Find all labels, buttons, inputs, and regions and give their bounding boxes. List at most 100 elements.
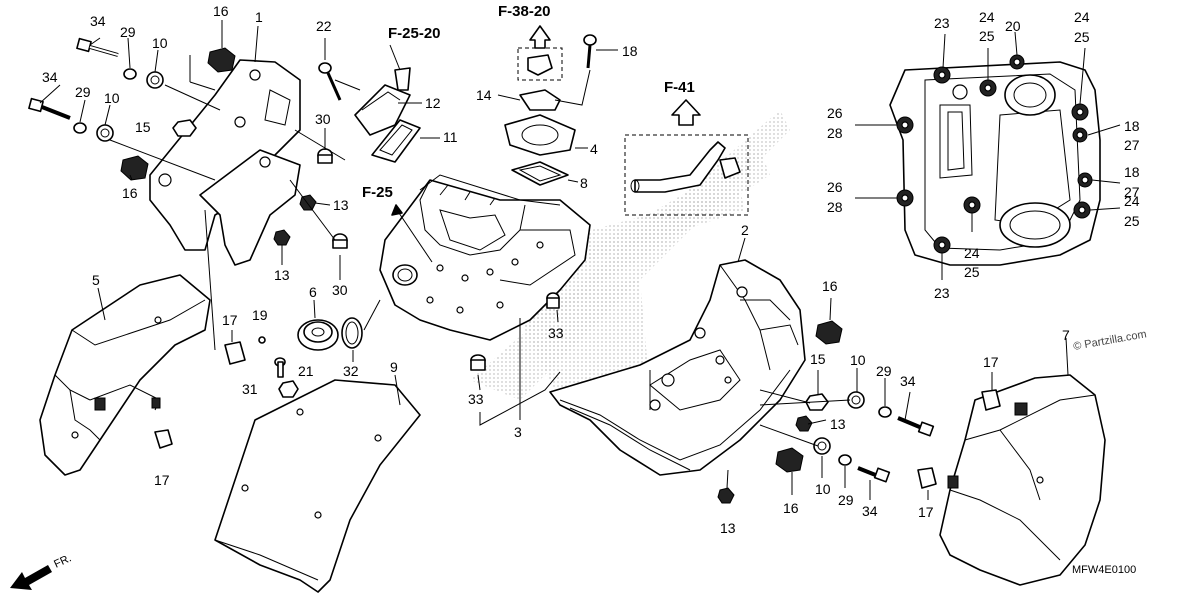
label-13-d: 13 xyxy=(720,520,736,536)
nut-31[interactable] xyxy=(278,380,299,398)
clip-17-left-lower[interactable] xyxy=(154,429,173,449)
label-9: 9 xyxy=(390,359,398,375)
label-25-c: 25 xyxy=(1124,213,1140,229)
watermark-text: © Partzilla.com xyxy=(1072,328,1147,353)
label-17-d: 17 xyxy=(918,504,934,520)
gasket-part-11[interactable] xyxy=(371,119,440,163)
clip-17-left-upper[interactable] xyxy=(224,330,246,365)
label-14: 14 xyxy=(476,87,492,103)
label-4: 4 xyxy=(590,141,598,157)
ref-f-25: F-25 xyxy=(362,184,393,201)
label-12: 12 xyxy=(425,95,441,111)
label-15-b: 15 xyxy=(810,351,826,367)
rubber-16-right-lower[interactable] xyxy=(775,447,804,495)
bolt-34-lower-left[interactable] xyxy=(28,97,71,120)
label-30-a: 30 xyxy=(315,111,331,127)
label-6: 6 xyxy=(309,284,317,300)
label-16-a: 16 xyxy=(213,3,229,19)
label-24-d: 24 xyxy=(964,245,980,261)
label-18-a: 18 xyxy=(622,43,638,59)
label-10-a: 10 xyxy=(152,35,168,51)
grommet-10-right-lower[interactable] xyxy=(813,437,831,455)
nut-13-b[interactable] xyxy=(273,229,291,246)
rubber-16-lower[interactable] xyxy=(120,155,149,181)
clip-17-right-lower[interactable] xyxy=(917,467,937,500)
label-34-d: 34 xyxy=(862,503,878,519)
rubber-16-upper[interactable] xyxy=(207,47,236,73)
coolant-hose-box[interactable] xyxy=(624,134,749,216)
collar-30-lower[interactable] xyxy=(332,233,348,249)
label-13-a: 13 xyxy=(333,197,349,213)
label-27-a: 27 xyxy=(1124,137,1140,153)
label-15-a: 15 xyxy=(135,119,151,135)
bolt-34-upper-left[interactable] xyxy=(76,37,119,57)
clip-17-right-upper[interactable] xyxy=(981,372,1001,411)
label-11: 11 xyxy=(443,129,458,145)
dowel-pin-33-b[interactable] xyxy=(546,292,560,309)
rear-cylinder-head-part-2[interactable] xyxy=(549,237,806,489)
arrow-f-38-20 xyxy=(529,25,551,49)
label-21: 21 xyxy=(298,363,314,379)
label-33-b: 33 xyxy=(548,325,564,341)
valve-part-12[interactable] xyxy=(354,67,422,136)
bolt-part-22[interactable] xyxy=(318,38,342,101)
label-13-c: 13 xyxy=(830,416,846,432)
washer-29-right-lower[interactable] xyxy=(838,454,852,466)
reed-valve-part-14[interactable] xyxy=(497,89,561,111)
washer-29-right-upper[interactable] xyxy=(878,406,892,418)
grommet-10-right-upper[interactable] xyxy=(847,391,865,409)
label-16-c: 16 xyxy=(822,278,838,294)
cover-part-4[interactable] xyxy=(504,114,588,156)
front-label: FR. xyxy=(52,552,73,570)
cylinder-head-assembly[interactable] xyxy=(379,174,591,420)
screw-19[interactable] xyxy=(258,336,266,344)
washer-29-lower[interactable] xyxy=(73,122,87,134)
grommet-10-lower[interactable] xyxy=(96,124,114,142)
bolt-34-right-upper[interactable] xyxy=(897,416,935,437)
nut-13-right-b[interactable] xyxy=(717,487,735,504)
reference-labels: F-38-20 F-25-20 F-41 F-25 xyxy=(362,3,695,201)
leader-14 xyxy=(554,69,591,106)
gasket-part-8[interactable] xyxy=(511,161,579,186)
label-8: 8 xyxy=(580,175,588,191)
rubber-16-right-upper[interactable] xyxy=(815,297,843,345)
leader-lines-left xyxy=(39,20,346,351)
label-16-b: 16 xyxy=(122,185,138,201)
label-28-b: 28 xyxy=(827,199,843,215)
sensor-part-f38[interactable] xyxy=(517,47,563,81)
nut-15-left[interactable] xyxy=(172,119,197,137)
bolt-34-right-lower[interactable] xyxy=(857,466,891,483)
grommet-10-upper[interactable] xyxy=(146,71,164,89)
front-bracket-part-1[interactable] xyxy=(149,25,301,266)
side-cover-part-5[interactable] xyxy=(39,274,211,476)
label-24-b: 24 xyxy=(1074,9,1090,25)
arrow-f-41 xyxy=(671,99,701,126)
collar-30-upper[interactable] xyxy=(317,148,333,164)
label-10-d: 10 xyxy=(815,481,831,497)
label-26-b: 26 xyxy=(827,179,843,195)
label-23-b: 23 xyxy=(934,285,950,301)
leader-lines-33 xyxy=(477,309,561,426)
washer-29-upper[interactable] xyxy=(123,68,137,80)
side-cover-part-7[interactable] xyxy=(939,337,1106,586)
bolt-21[interactable] xyxy=(274,357,286,378)
label-19: 19 xyxy=(252,307,268,323)
cover-gasket-part-20[interactable] xyxy=(889,54,1101,266)
nut-13-right-a[interactable] xyxy=(795,415,813,432)
bolt-part-18-top[interactable] xyxy=(583,34,618,69)
dowel-pin-33-a[interactable] xyxy=(470,354,486,371)
arrow-f-25 xyxy=(391,204,433,263)
oil-filler-cap-part-6[interactable] xyxy=(297,299,339,351)
cover-panel-part-9[interactable] xyxy=(214,374,421,593)
label-31: 31 xyxy=(242,381,258,397)
label-3: 3 xyxy=(514,424,522,440)
label-2: 2 xyxy=(741,222,749,238)
label-32: 32 xyxy=(343,363,359,379)
label-16-d: 16 xyxy=(783,500,799,516)
o-ring-part-32[interactable] xyxy=(341,299,381,362)
label-29-b: 29 xyxy=(75,84,91,100)
label-25-d: 25 xyxy=(964,264,980,280)
label-33-a: 33 xyxy=(468,391,484,407)
label-27-b: 27 xyxy=(1124,184,1140,200)
